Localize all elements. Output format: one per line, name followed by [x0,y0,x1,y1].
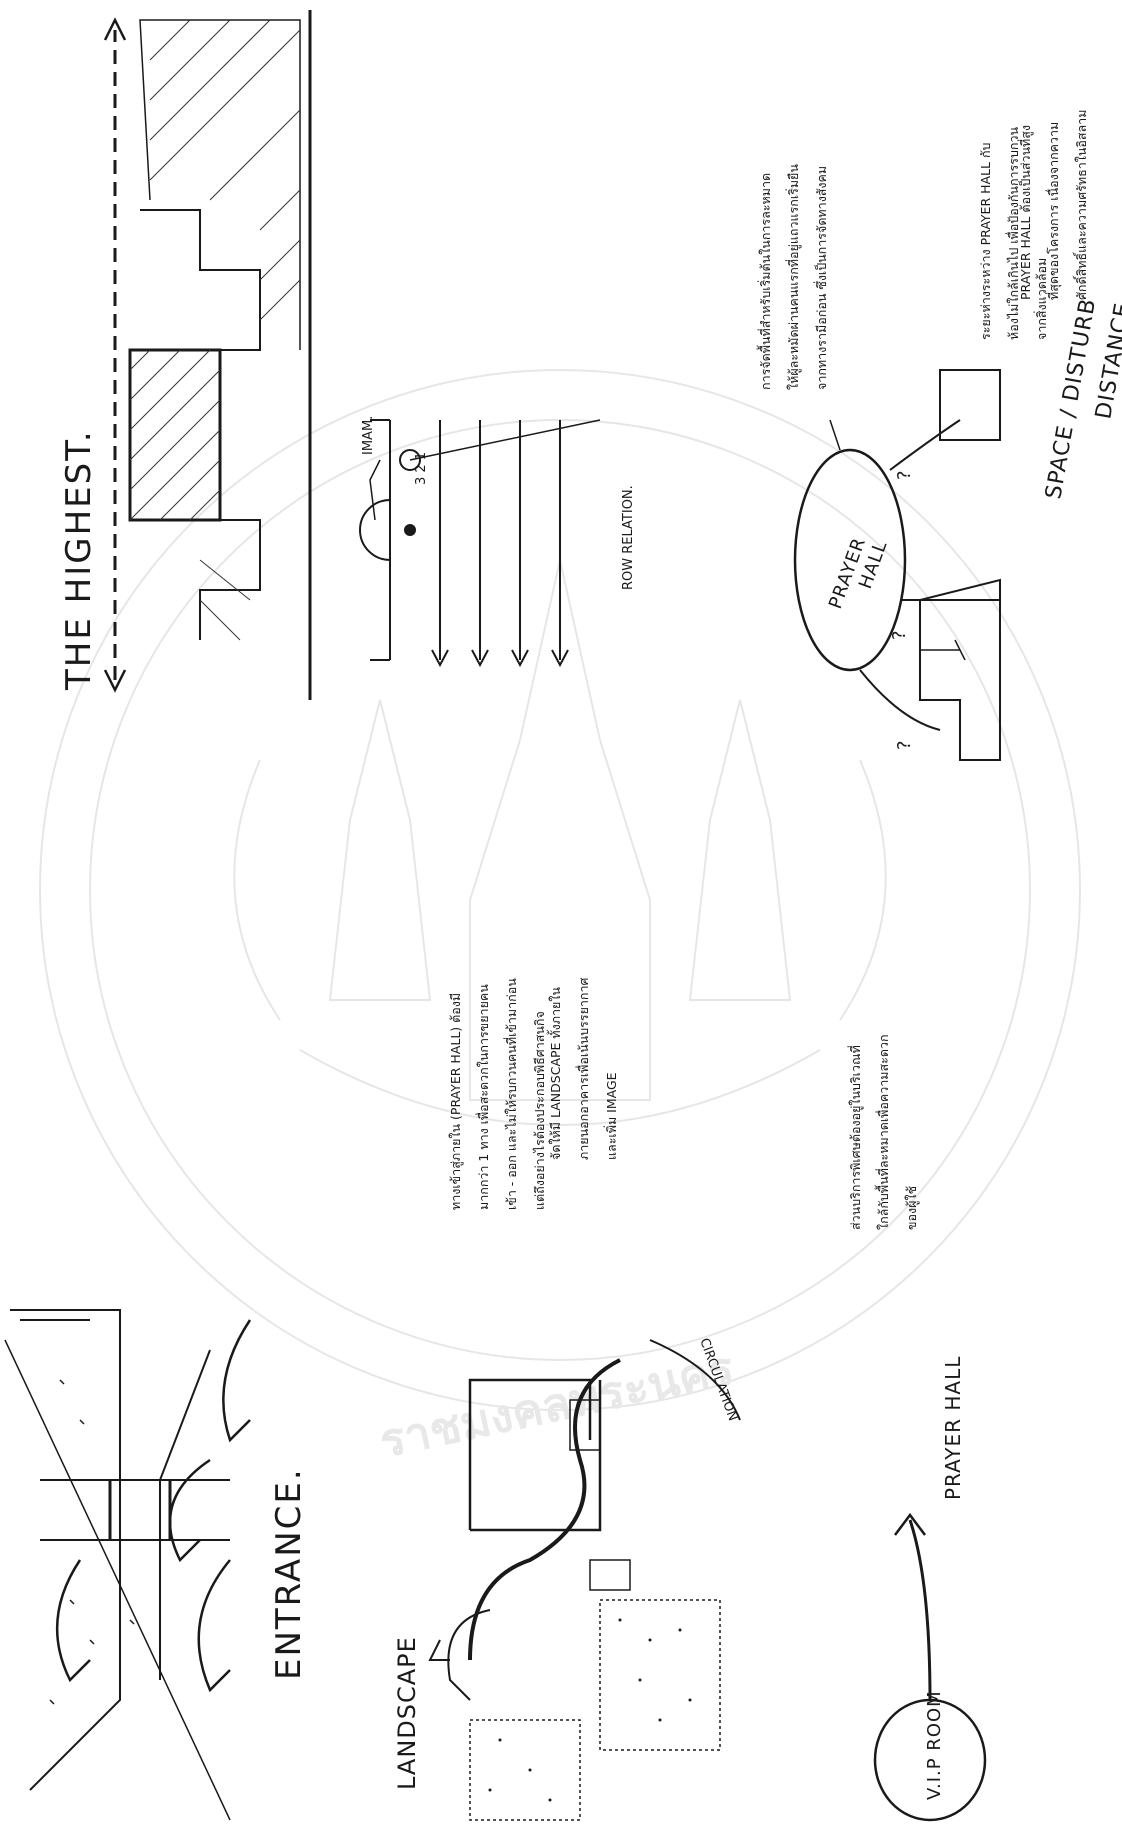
landscape-title: LANDSCAPE [393,1636,421,1790]
distance-question-1: ? [894,469,915,480]
row-relation-label: ROW RELATION. [621,485,636,590]
landscape-note-1: จัดให้มี LANDSCAPE ทั้งภายใน [546,987,563,1160]
entrance-note-3: เข้า - ออก และไม่ให้รบกวนคนที่เข้ามาก่อน [503,978,519,1210]
highest-notes: PRAYER HALL ต้องเป็นส่วนที่สูง ที่สุดของ… [1017,110,1089,300]
distance-notes: ระยะห่างระหว่าง PRAYER HALL กับ ห้องไม่ใ… [978,126,1049,340]
imam-label: IMAM. [361,416,376,455]
distance-note-3: จากสิ่งแวดล้อม [1033,258,1049,340]
entrance-sketch [5,1310,250,1820]
entrance-title: ENTRANCE. [269,1467,309,1680]
landscape-stipple [489,1619,692,1802]
vip-notes: ส่วนบริการพิเศษต้องอยู่ในบริเวณที่ ใกล้ก… [847,1034,920,1230]
row-relation-sketch [360,420,600,665]
row-relation-note-1: การจัดพื้นที่สำหรับเริ่มต้นในการละหมาด [756,173,773,390]
row-relation-note-3: จากทางรามีอก่อน ซึ่งเป็นการจัดทางสังคม [813,166,829,390]
distance-question-3: ? [894,739,915,750]
distance-title-line-1: SPACE / DISTURB [1041,296,1101,501]
entrance-note-4: แต่ถึงอย่างไรต้องประกอบพิธีศาสนกิจ [532,1011,547,1210]
highest-section-sketch [105,10,310,700]
distance-question-2: ? [889,629,910,640]
distance-note-2: ห้องไม่ใกล้เกินไป เพื่อป้องกันการรบกวน [1005,126,1021,340]
row-relation-notes: การจัดพื้นที่สำหรับเริ่มต้นในการละหมาด ใ… [756,164,829,390]
distance-note-1: ระยะห่างระหว่าง PRAYER HALL กับ [978,142,993,340]
landscape-notes: จัดให้มี LANDSCAPE ทั้งภายใน ภายนอกอาคาร… [546,978,619,1160]
landscape-note-3: และเพิ่ม IMAGE [603,1072,619,1160]
vip-room-label: V.I.P ROOM [924,1690,945,1800]
vip-prayer-hall-label: PRAYER HALL [941,1356,965,1500]
highest-note-3: ศักดิ์สิทธิ์และความศรัทธาในอิสลาม [1072,110,1089,300]
highest-title: THE HIGHEST. [59,429,99,691]
vip-note-2: ใกล้กับพื้นที่ละหมาดเพื่อความสะดวก [874,1034,891,1230]
entrance-note-1: ทางเข้าสู่ภายใน (PRAYER HALL) ต้องมี [448,993,464,1210]
vip-note-1: ส่วนบริการพิเศษต้องอยู่ในบริเวณที่ [847,1045,864,1230]
distance-sketch [795,370,1000,760]
row-relation-note-2: ให้ผู้ละหมัดผ่านคนแรกที่อยู่แถวแรกเริ่มย… [785,164,802,390]
row-numbers-label: 3 2 1 [414,452,429,485]
landscape-note-2: ภายนอกอาคารเพื่อเน้นบรรยากาศ [575,978,591,1160]
entrance-notes: ทางเข้าสู่ภายใน (PRAYER HALL) ต้องมี มาก… [448,978,547,1210]
vip-note-3: ของผู้ใช้ [904,1186,920,1230]
entrance-note-2: มากกว่า 1 ทาง เพื่อสะดวกในการขยายคน [475,984,491,1210]
